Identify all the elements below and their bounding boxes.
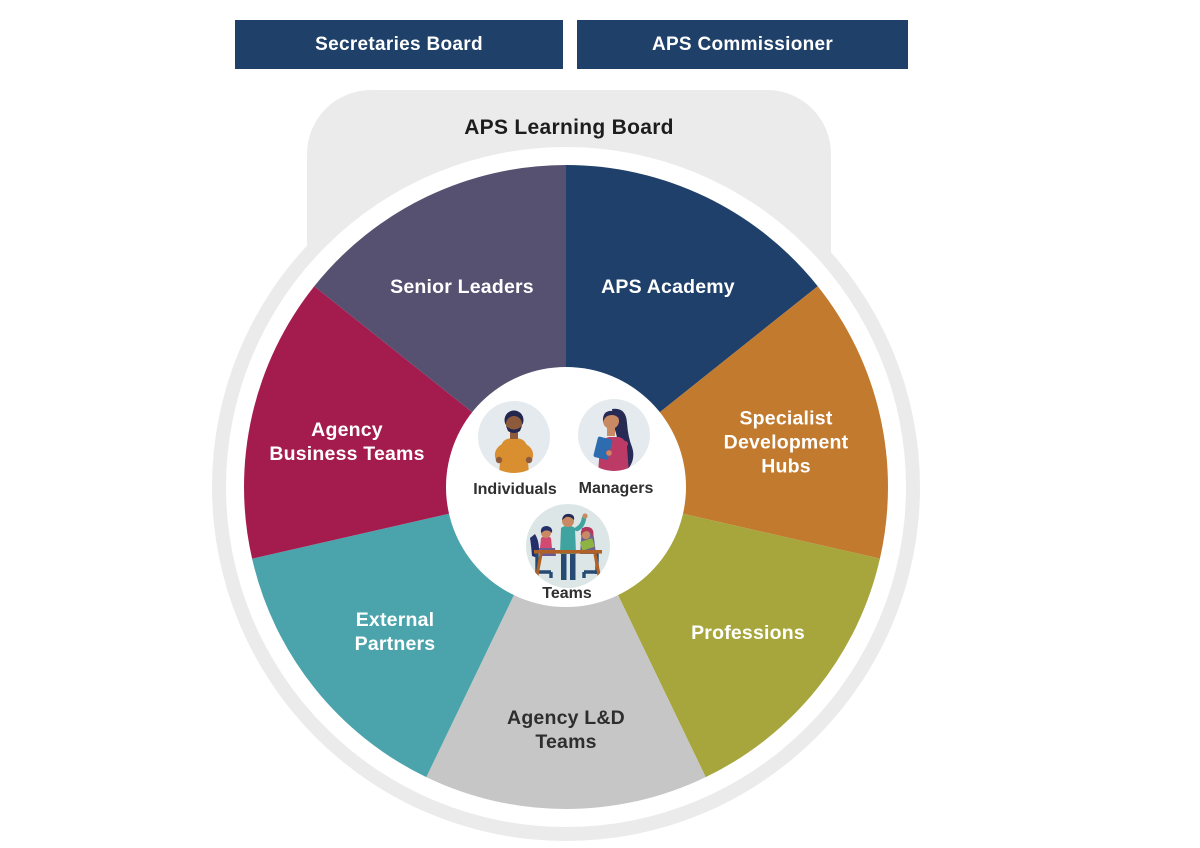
segment-label-agency-business-teams: Agency Business Teams [269, 419, 425, 465]
managers-icon [578, 399, 650, 471]
aps-commissioner-box: APS Commissioner [577, 20, 908, 69]
secretaries-board-box: Secretaries Board [235, 20, 563, 69]
teams-icon [526, 504, 610, 588]
segment-label-aps-academy: APS Academy [601, 276, 735, 299]
segment-agency-ld-teams [426, 487, 706, 810]
managers-label: Managers [578, 480, 654, 497]
secretaries-board-label: Secretaries Board [315, 33, 483, 55]
aps-commissioner-label: APS Commissioner [651, 33, 834, 55]
segment-label-professions: Professions [691, 622, 805, 645]
segment-label-senior-leaders: Senior Leaders [390, 276, 534, 299]
segment-label-external-partners: External Partners [354, 609, 436, 655]
individuals-icon [478, 401, 550, 473]
segment-label-specialist-development-hubs: Specialist Development Hubs [723, 407, 849, 477]
learning-board-title: APS Learning Board [464, 116, 674, 139]
learning-board-wheel [212, 133, 920, 841]
individuals-label: Individuals [473, 481, 557, 498]
teams-label: Teams [542, 585, 592, 602]
segment-label-agency-ld-teams: Agency L&D Teams [507, 707, 625, 753]
